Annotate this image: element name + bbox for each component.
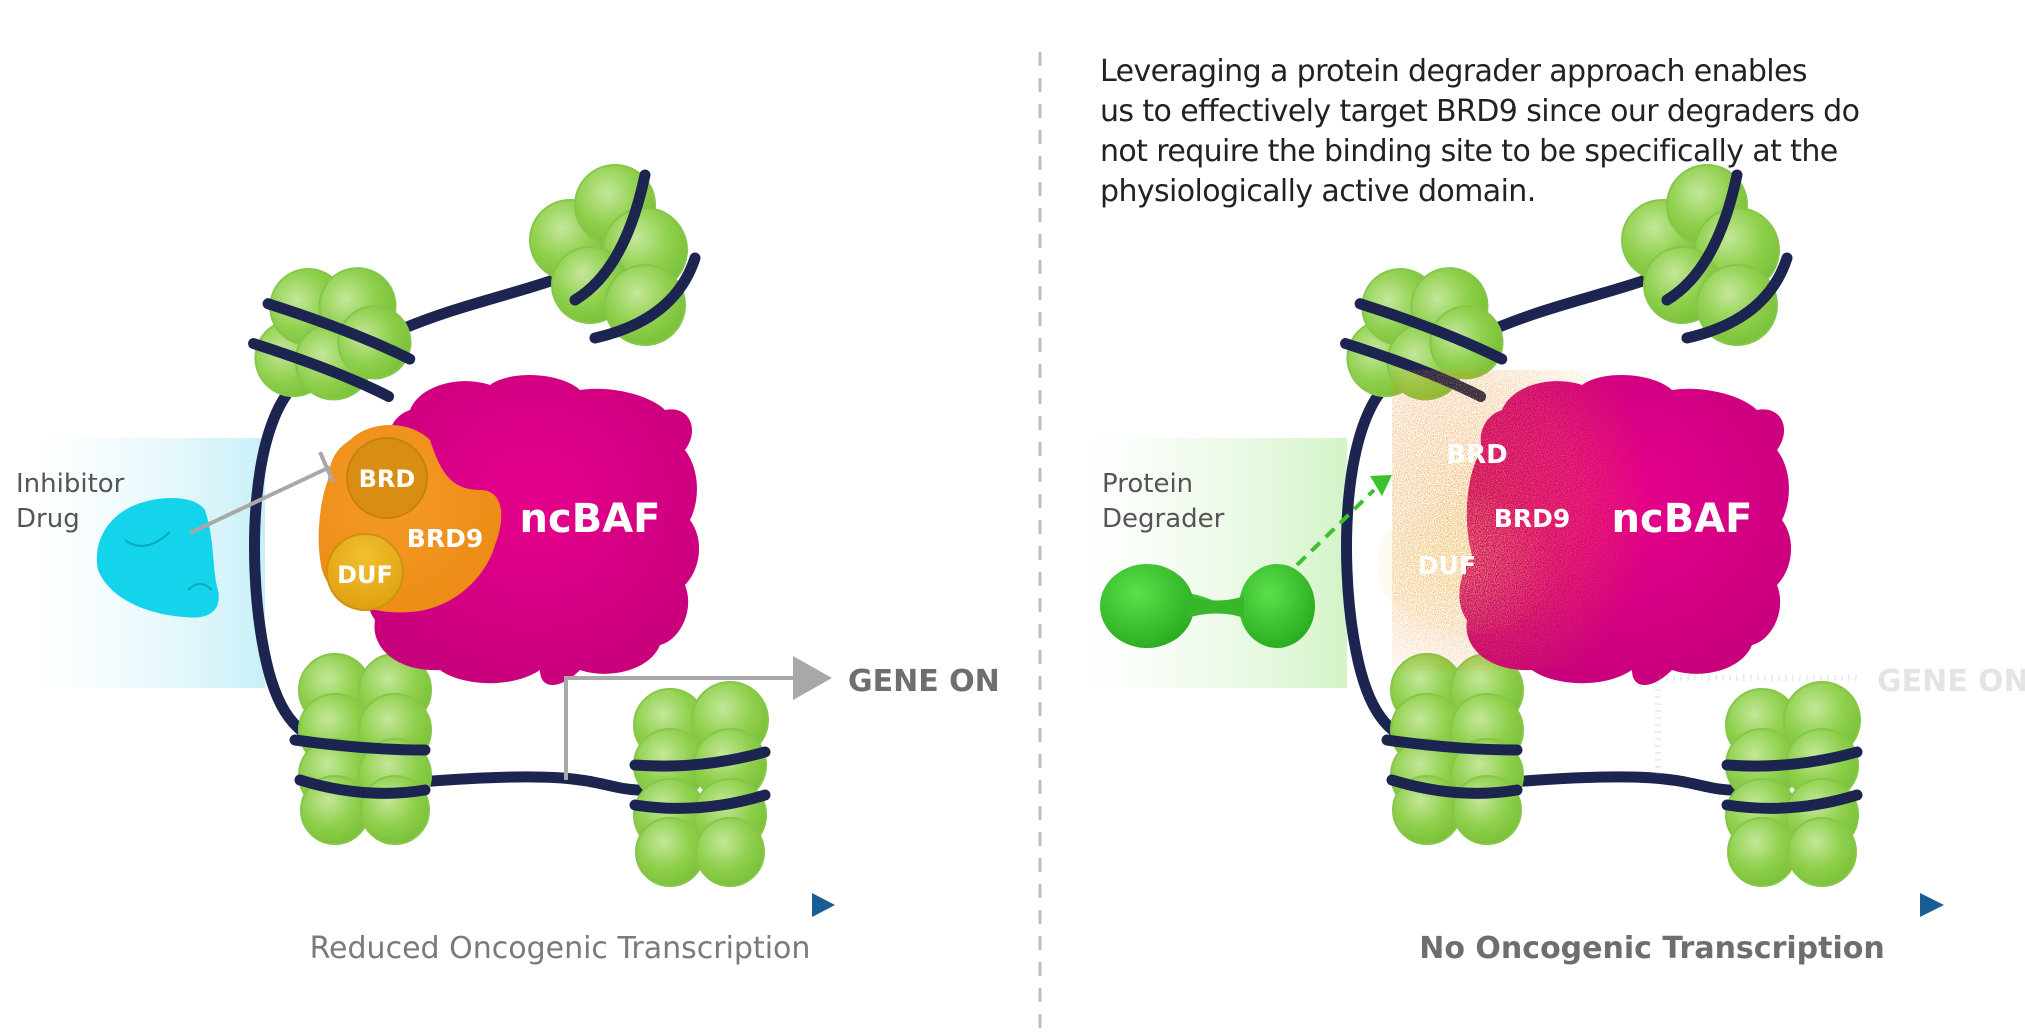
duf-domain-label: DUF — [1418, 551, 1476, 580]
brd-domain — [346, 437, 428, 519]
outcome-label: No Oncogenic Transcription — [1419, 931, 1884, 966]
agent-label-line1: Protein — [1102, 469, 1193, 499]
gene-on-arrow — [564, 676, 795, 780]
agent-label-line2: Degrader — [1102, 504, 1225, 534]
nucleosome — [629, 681, 771, 887]
targeting-arrowhead — [1370, 475, 1392, 496]
duf-domain-label: DUF — [337, 561, 393, 589]
description-line: not require the binding site to be speci… — [1100, 134, 1838, 169]
description-line: Leveraging a protein degrader approach e… — [1100, 54, 1808, 89]
nucleosome — [1721, 681, 1863, 887]
protein-degrader-icon — [1100, 564, 1315, 648]
agent-label-line1: Inhibitor — [16, 469, 125, 499]
transcription-arrowhead — [1920, 893, 1944, 917]
inhibition-bar — [318, 451, 335, 483]
nucleosome — [529, 164, 701, 346]
degrading-duf — [1377, 495, 1557, 635]
gene-status-label: GENE ON — [1877, 664, 2025, 699]
transcription-arrowhead — [812, 893, 835, 917]
nucleosome — [1621, 164, 1793, 346]
ncbaf-label: ncBAF — [1612, 496, 1753, 542]
brd-domain-label: BRD — [1446, 440, 1507, 470]
inhibitor-drug-icon — [96, 498, 219, 618]
dna-strand — [414, 771, 646, 796]
degrader-highlight-band — [1082, 438, 1347, 688]
right-panel: ncBAF BRD BRD9 DUF Protein Degrader GENE… — [1082, 164, 2025, 966]
brd9-label: BRD9 — [407, 524, 483, 553]
duf-domain — [326, 533, 404, 611]
left-panel: ncBAF BRD DUF BRD9 Inhibitor Drug GENE O… — [16, 164, 1000, 966]
inhibitor-drug-detail — [124, 531, 171, 547]
gene-on-arrow-faded — [1655, 675, 1862, 775]
inhibitor-drug-detail — [187, 583, 213, 591]
description-line: physiologically active domain. — [1100, 174, 1536, 209]
brd9-label: BRD9 — [1494, 504, 1570, 533]
nucleosome — [1381, 653, 1524, 845]
ncbaf-label: ncBAF — [520, 496, 661, 542]
brd-domain-label: BRD — [359, 465, 416, 493]
dna-strand — [1341, 374, 1428, 751]
agent-label-line2: Drug — [16, 504, 80, 534]
nucleosome — [289, 653, 432, 845]
description-text: Leveraging a protein degrader approach e… — [1100, 52, 2000, 212]
description-line: us to effectively target BRD9 since our … — [1100, 94, 1860, 129]
dna-strand — [249, 374, 336, 751]
inhibition-line — [189, 465, 331, 535]
targeting-arrow — [1295, 488, 1376, 567]
nucleosome — [248, 267, 416, 402]
dna-strand — [1506, 771, 1738, 796]
gene-on-arrowhead — [793, 656, 832, 700]
gene-status-label: GENE ON — [848, 664, 1000, 699]
outcome-label: Reduced Oncogenic Transcription — [310, 931, 811, 966]
ncbaf-complex — [367, 374, 700, 685]
